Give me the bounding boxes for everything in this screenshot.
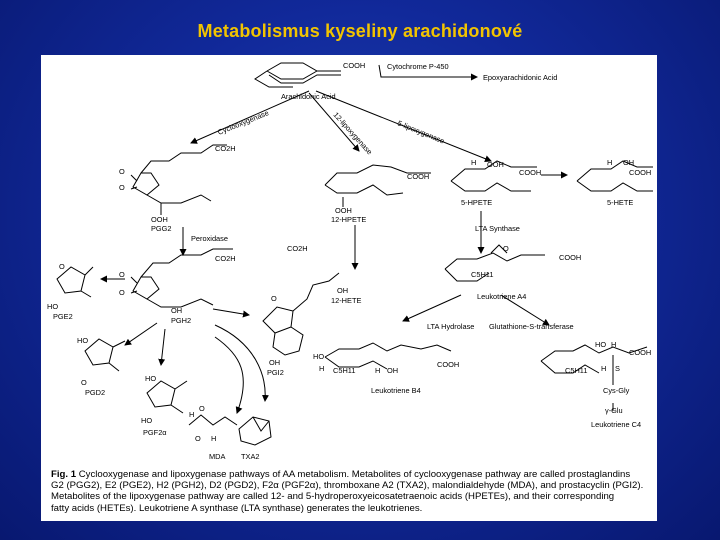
oh-label-5hete: OH (623, 158, 634, 167)
cooh-label-aa: COOH (343, 61, 365, 70)
h-label-5hpete: H (471, 158, 476, 167)
ho-label-pgf2a-2: HO (141, 416, 152, 425)
cooh-label-5hpete: COOH (519, 168, 541, 177)
ooh-label-pgg2: OOH (151, 215, 168, 224)
oh-label-pgi2: OH (269, 358, 280, 367)
h-label-ltc4-2: H (601, 364, 606, 373)
pathway-scheme: COOH Cytochrome P-450 Epoxyarachidonic A… (47, 61, 653, 461)
ho-label-ltb4: HO (313, 352, 324, 361)
leukotriene-c4-label: Leukotriene C4 (591, 420, 641, 429)
cooh-label-12hpete: COOH (407, 172, 429, 181)
lta4-structure (444, 244, 545, 282)
c5h11-label-ltb4: C5H11 (333, 366, 355, 375)
o-label-pgg2-1: O (119, 167, 125, 176)
cooh-label-ltc4: COOH (629, 348, 651, 357)
ho-label-ltc4: HO (595, 340, 606, 349)
figure-panel: COOH Cytochrome P-450 Epoxyarachidonic A… (41, 55, 657, 521)
cyclooxygenase-label: Cyclooxygenase (216, 108, 270, 137)
o-label-pgi2: O (271, 294, 277, 303)
o-label-pgd2: O (81, 378, 87, 387)
pgh2-label: PGH2 (171, 316, 191, 325)
h-label-ltb4-1: H (319, 364, 324, 373)
oh-label-pgh2: OH (171, 306, 182, 315)
lipoxygenase-5-label: 5-lipoxygenase (396, 119, 445, 146)
peroxidase-label: Peroxidase (191, 234, 228, 243)
hpete-12-label: 12-HPETE (331, 215, 366, 224)
caption-fig-label: Fig. 1 (51, 469, 77, 480)
arachidonic-acid-label: Arachidonic Acid (281, 92, 336, 101)
mda-label: MDA (209, 452, 225, 461)
co2h-label-pgh2: CO2H (215, 254, 236, 263)
cooh-label-lta4: COOH (559, 253, 581, 262)
o-label-pgh2-2: O (119, 288, 125, 297)
h-label-mda: H (211, 434, 216, 443)
pgh2-structure (130, 248, 233, 308)
figure-caption: Fig. 1 Cyclooxygenase and lipoxygenase p… (51, 469, 651, 514)
txa2-structure (238, 416, 272, 446)
hete-5-structure (576, 160, 653, 192)
cytochrome-p450-label: Cytochrome P-450 (387, 62, 449, 71)
o-label-lta4: O (503, 244, 509, 253)
pgg2-label: PGG2 (151, 224, 172, 233)
o-label-pge2: O (59, 262, 65, 271)
lipoxygenase-12-label: 12-lipoxygenase (332, 110, 375, 156)
hpete-5-label: 5-HPETE (461, 198, 492, 207)
o-label-pgh2-1: O (119, 270, 125, 279)
ltb4-structure (324, 342, 452, 370)
pgd2-structure (84, 338, 126, 372)
ho-label-pge2: HO (47, 302, 58, 311)
s-label-ltc4: S (615, 364, 620, 373)
gamma-glu-label: γ-Glu (605, 406, 623, 415)
arachidonic-acid-structure (254, 62, 341, 88)
pgd2-label: PGD2 (85, 388, 105, 397)
o-label-mda-1: O (199, 404, 205, 413)
leukotriene-b4-label: Leukotriene B4 (371, 386, 421, 395)
mda-structure (188, 414, 238, 426)
h-label-5hete: H (607, 158, 612, 167)
ho-label-pgd2: HO (77, 336, 88, 345)
c5h11-label-ltc4: C5H11 (565, 366, 587, 375)
cys-gly-label: Cys-Gly (603, 386, 630, 395)
ooh-label-12hpete: OOH (335, 206, 352, 215)
hpete-5-structure (450, 160, 537, 192)
pge2-label: PGE2 (53, 312, 73, 321)
caption-line-4: fatty acids (HETEs). Leukotriene A synth… (51, 502, 423, 514)
co2h-label-pgi2: CO2H (287, 244, 308, 253)
ltc4-structure (540, 344, 648, 411)
c5h11-label-lta4: C5H11 (471, 270, 493, 279)
pgi2-label: PGI2 (267, 368, 284, 377)
ooh-label-5hpete: OOH (487, 160, 504, 169)
epoxyarachidonic-acid-label: Epoxyarachidonic Acid (483, 73, 557, 82)
leukotriene-a4-label: Leukotriene A4 (477, 292, 526, 301)
lta-synthase-label: LTA Synthase (475, 224, 520, 233)
o-label-pgg2-2: O (119, 183, 125, 192)
oh-label-ltb4: OH (387, 366, 398, 375)
hete-12-label: 12-HETE (331, 296, 361, 305)
caption-line-3: Metabolites of the lipoxygenase pathway … (51, 491, 615, 503)
pge2-structure (56, 266, 94, 298)
hpete-12-structure (324, 164, 431, 207)
h-label-ltc4-1: H (611, 340, 616, 349)
pgf2a-structure (146, 380, 188, 414)
caption-line-2: G2 (PGG2), E2 (PGE2), H2 (PGH2), D2 (PGD… (51, 480, 644, 492)
cooh-label-5hete: COOH (629, 168, 651, 177)
glutathione-s-transferase-label: Glutathione-S-transferase (489, 322, 574, 331)
h-label-ltb4-2: H (375, 366, 380, 375)
h-label-pgf2a: H (189, 410, 194, 419)
txa2-label: TXA2 (241, 452, 259, 461)
hete-5-label: 5-HETE (607, 198, 633, 207)
ho-label-pgf2a-1: HO (145, 374, 156, 383)
pgg2-structure (130, 144, 227, 215)
pgi2-structure (262, 272, 340, 356)
co2h-label-pgg2: CO2H (215, 144, 236, 153)
o-label-mda-2: O (195, 434, 201, 443)
slide-title: Metabolismus kyseliny arachidonové (197, 21, 523, 41)
caption-line-1: Fig. 1 Cyclooxygenase and lipoxygenase p… (51, 469, 631, 480)
oh-label-12hete: OH (337, 286, 348, 295)
lta-hydrolase-label: LTA Hydrolase (427, 322, 474, 331)
pgf2a-label: PGF2α (143, 428, 167, 437)
cooh-label-ltb4: COOH (437, 360, 459, 369)
